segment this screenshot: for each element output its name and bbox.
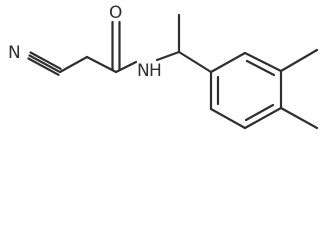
ring-bond-1 bbox=[209, 51, 247, 74]
carbonyl-to-nh-bond bbox=[114, 60, 138, 74]
nitrile-nitrogen-label: N bbox=[8, 43, 21, 63]
ring-double-bond-inner-2 bbox=[244, 103, 275, 122]
ring-bond-2 bbox=[243, 51, 283, 73]
carbonyl-oxygen-label: O bbox=[109, 3, 122, 23]
ring-bond-4 bbox=[243, 106, 283, 130]
nitrile-to-methylene-bond bbox=[58, 55, 89, 74]
chemical-structure-diagram: N O N H bbox=[8, 3, 319, 130]
nh-to-ch-bond bbox=[155, 50, 181, 62]
ring-bond-5 bbox=[209, 107, 247, 130]
nitrile-triple-bond-outer-1 bbox=[27, 57, 60, 76]
amide-nitrogen-label: N bbox=[137, 61, 150, 81]
ring-methyl-bond-lower bbox=[279, 106, 319, 130]
ring-methyl-bond-upper bbox=[279, 48, 319, 73]
methylene-to-carbonyl-bond bbox=[85, 55, 118, 74]
ch-to-ring-bond bbox=[177, 50, 213, 74]
nitrile-triple-bond-center bbox=[28, 54, 61, 73]
nitrile-triple-bond-outer-2 bbox=[29, 51, 62, 70]
amide-hydrogen-label: H bbox=[149, 61, 162, 81]
ring-double-bond-inner-1 bbox=[245, 59, 276, 77]
